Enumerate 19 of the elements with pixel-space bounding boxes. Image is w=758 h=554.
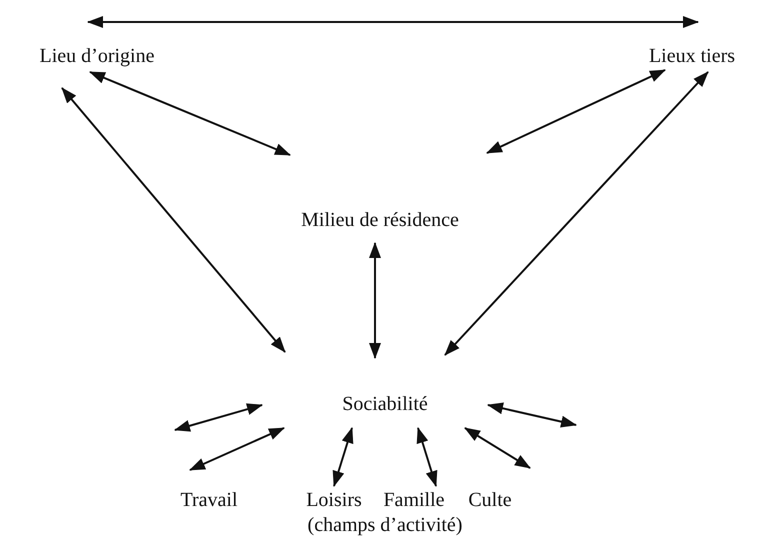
double-arrow [189,427,285,471]
double-arrow [416,427,438,487]
double-arrow [87,16,699,28]
concept-label: Lieux tiers [626,43,758,69]
concept-label: Culte [460,487,520,513]
concept-label: Lieu d’origine [8,43,186,69]
concept-label: Famille [372,487,456,513]
double-arrow [332,427,354,487]
group-caption: (champs d’activité) [306,513,464,538]
double-arrow [464,427,531,469]
double-arrow [61,87,286,353]
double-arrow [486,69,666,154]
concept-label: Travail [168,487,250,513]
double-arrow [444,71,709,356]
concept-label: Loisirs [294,487,374,513]
concept-label: Milieu de résidence [258,207,502,233]
double-arrow [89,71,291,156]
double-arrow [369,242,381,359]
concept-label: Sociabilité [315,391,455,417]
